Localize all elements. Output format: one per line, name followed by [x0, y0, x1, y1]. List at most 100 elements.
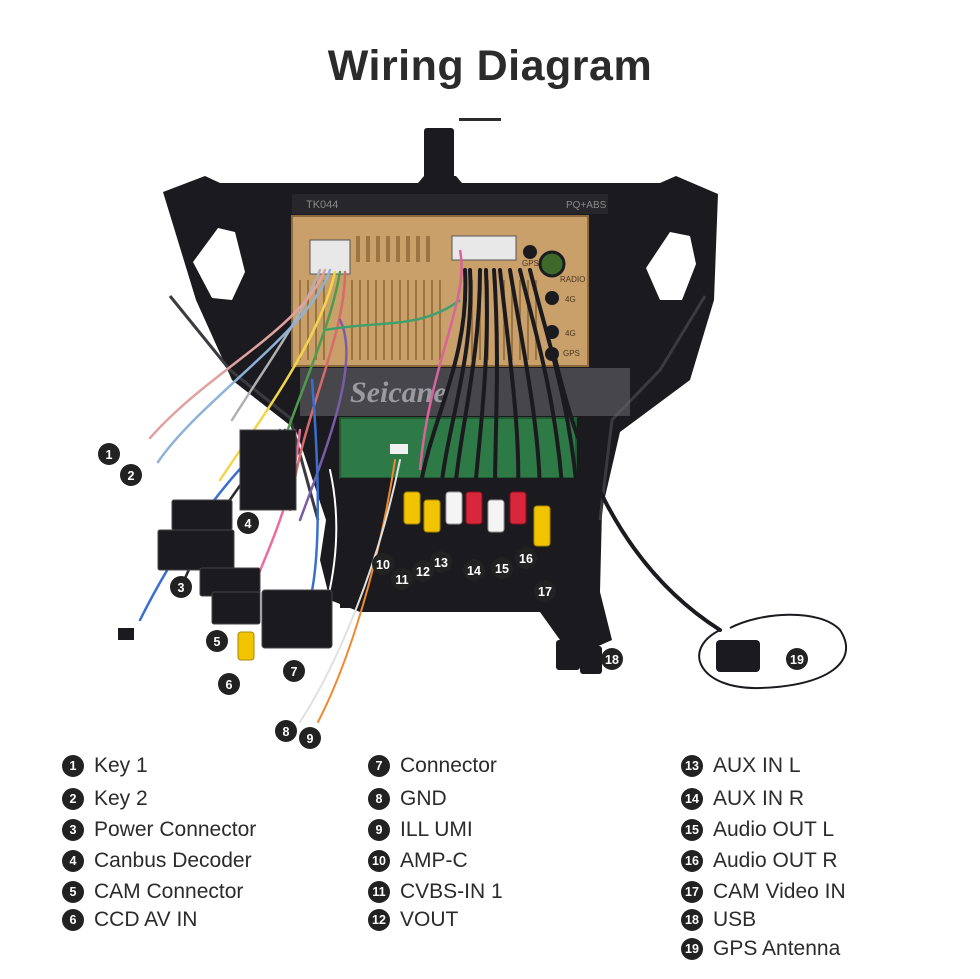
left-inner-edge — [168, 295, 320, 521]
callout-18: 18 — [601, 648, 623, 670]
legend-label: CAM Connector — [94, 880, 244, 903]
callout-5: 5 — [206, 630, 228, 652]
callout-17-label: 17 — [538, 585, 552, 599]
right-inner-edge — [598, 295, 707, 521]
gps-port — [523, 245, 537, 259]
legend-num: 16 — [681, 850, 703, 872]
port-label-gps-2: GPS — [563, 349, 580, 358]
legend-item-4: 4 Canbus Decoder — [62, 848, 252, 874]
legend-item-6: 6 CCD AV IN — [62, 907, 197, 933]
callout-3: 3 — [170, 576, 192, 598]
callout-2-label: 2 — [128, 469, 135, 483]
port-label-radio: RADIO — [560, 275, 585, 284]
right-bracket-opening — [646, 232, 696, 300]
callout-3-label: 3 — [178, 581, 185, 595]
callout-18-label: 18 — [605, 653, 619, 667]
legend-num: 12 — [368, 909, 390, 931]
cam-plug — [118, 628, 134, 640]
callout-11: 11 — [391, 568, 413, 590]
legend-num: 6 — [62, 909, 84, 931]
legend-num: 19 — [681, 938, 703, 960]
rca-plugs — [237, 491, 551, 661]
legend-num: 10 — [368, 850, 390, 872]
callout-7-label: 7 — [291, 665, 298, 679]
callout-19-label: 19 — [790, 653, 804, 667]
callout-9-label: 9 — [307, 732, 314, 746]
callout-17: 17 — [534, 580, 556, 602]
legend-label: GPS Antenna — [713, 937, 841, 960]
usb-plug-1 — [556, 640, 580, 670]
page-title: Wiring Diagram — [327, 42, 653, 90]
rca-harness-wires — [418, 268, 722, 662]
callout-13: 13 — [430, 551, 452, 573]
callout-4: 4 — [237, 512, 259, 534]
callout-15: 15 — [491, 557, 513, 579]
4g-port-1 — [545, 291, 559, 305]
legend-label: Connector — [400, 754, 497, 777]
callout-8-label: 8 — [283, 725, 290, 739]
model-label: TK044 — [306, 199, 338, 211]
callout-11-label: 11 — [395, 573, 408, 587]
legend-num: 9 — [368, 819, 390, 841]
left-bracket-opening — [193, 228, 245, 300]
gps-cable-loop — [698, 613, 847, 690]
port-label-4g-2: 4G — [565, 329, 576, 338]
legend-num: 11 — [368, 881, 390, 903]
callout-10: 10 — [372, 553, 394, 575]
legend-num: 1 — [62, 755, 84, 777]
legend-num: 8 — [368, 788, 390, 810]
callout-2: 2 — [120, 464, 142, 486]
model-label-right: PQ+ABS — [566, 200, 607, 211]
housing-top-slots — [356, 236, 430, 262]
legend-label: USB — [713, 908, 757, 931]
aux-harness-socket — [451, 235, 517, 261]
callout-10-label: 10 — [376, 558, 390, 572]
legend-num: 17 — [681, 881, 703, 903]
legend-item-5: 5 CAM Connector — [62, 879, 243, 905]
callout-9: 9 — [299, 727, 321, 749]
legend-label: Power Connector — [94, 818, 257, 841]
callout-markers: 1 2 3 4 5 6 7 8 9 10 11 12 13 14 15 16 1… — [98, 443, 808, 749]
port-label-gps: GPS — [522, 259, 539, 268]
callout-1-label: 1 — [106, 448, 113, 462]
callout-4-label: 4 — [245, 517, 252, 531]
title-underline — [459, 118, 501, 121]
legend-label: CCD AV IN — [94, 908, 198, 931]
usb-plug-2 — [580, 646, 602, 674]
main-harness-socket — [309, 239, 351, 275]
callout-8: 8 — [275, 720, 297, 742]
callout-15-label: 15 — [495, 562, 509, 576]
legend-num: 7 — [368, 755, 390, 777]
callout-16: 16 — [515, 547, 537, 569]
legend-label: CVBS-IN 1 — [400, 880, 503, 903]
pink-wire — [418, 249, 463, 471]
legend-label: ILL UMI — [400, 818, 473, 841]
callout-14-label: 14 — [467, 564, 481, 578]
legend-label: Key 1 — [94, 754, 148, 777]
legend-num: 4 — [62, 850, 84, 872]
legend-item-1: 1 Key 1 — [62, 753, 148, 779]
legend-num: 13 — [681, 755, 703, 777]
legend-label: Canbus Decoder — [94, 849, 252, 872]
legend-label: AUX IN R — [713, 787, 805, 810]
legend-label: VOUT — [400, 908, 459, 931]
legend-item-11: 11 CVBS-IN 1 — [368, 879, 503, 905]
callout-14: 14 — [463, 559, 485, 581]
port-label-4g-1: 4G — [565, 295, 576, 304]
legend-item-7: 7 Connector — [368, 753, 497, 779]
pcb-connector — [390, 444, 408, 454]
legend-num: 14 — [681, 788, 703, 810]
legend-num: 5 — [62, 881, 84, 903]
radio-port — [538, 250, 566, 278]
callout-1: 1 — [98, 443, 120, 465]
legend-item-19: 19 GPS Antenna — [681, 936, 840, 962]
callout-6-label: 6 — [226, 678, 233, 692]
canbus-decoder-box — [239, 429, 297, 511]
